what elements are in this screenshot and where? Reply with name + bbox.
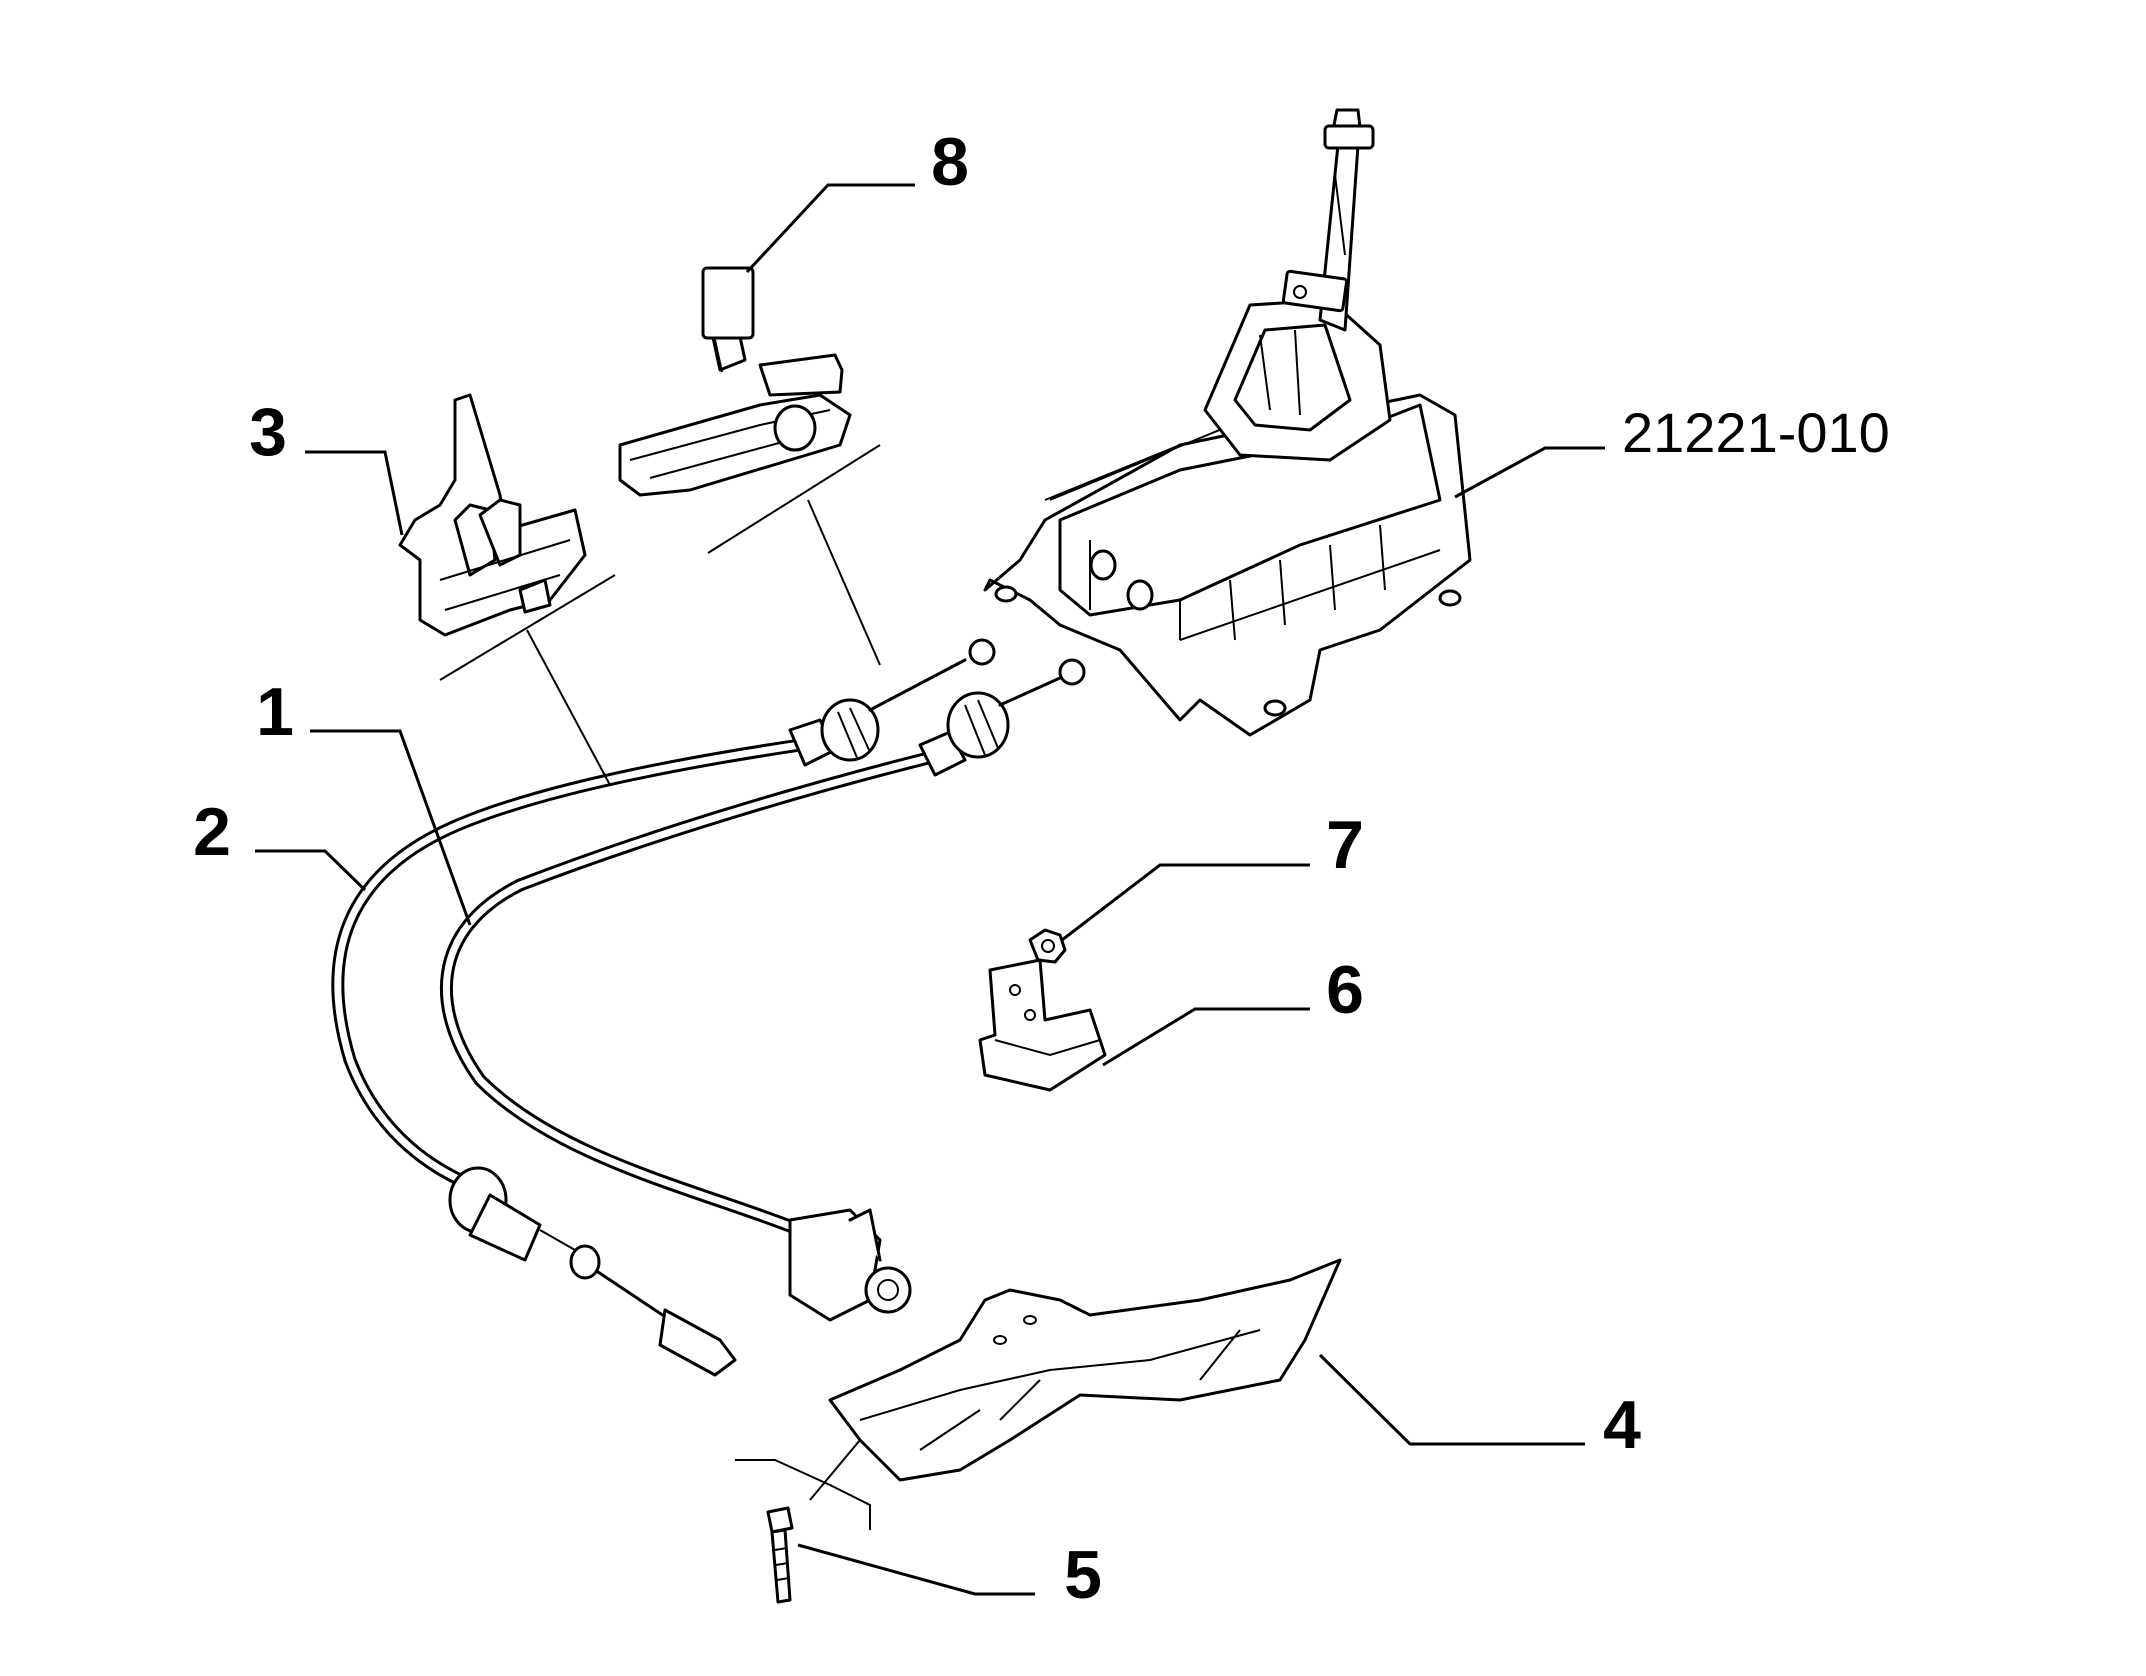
callout-2: 2 (193, 794, 231, 870)
item-4-shield (828, 1258, 1342, 1482)
callout-leaders (255, 183, 1605, 1596)
callout-3: 3 (249, 394, 287, 470)
callout-8: 8 (931, 124, 969, 200)
callout-5: 5 (1064, 1537, 1102, 1613)
item-3-bracket (398, 393, 587, 637)
callout-7: 7 (1326, 807, 1364, 883)
callout-labels: 1 2 3 8 21221-010 7 6 4 5 (193, 124, 1890, 1613)
assembly-lines (439, 444, 1181, 1530)
item-8-sensor-connector (618, 266, 852, 497)
callout-4: 4 (1603, 1387, 1641, 1463)
gear-shifter-assembly (983, 108, 1472, 737)
callout-1: 1 (256, 674, 294, 750)
item-7-nut (1028, 928, 1067, 964)
item-5-bolt (766, 1506, 794, 1604)
callout-ref-21221-010: 21221-010 (1622, 401, 1890, 464)
item-6-bracket (978, 958, 1107, 1092)
callout-6: 6 (1326, 952, 1364, 1028)
cables (331, 638, 1086, 1377)
